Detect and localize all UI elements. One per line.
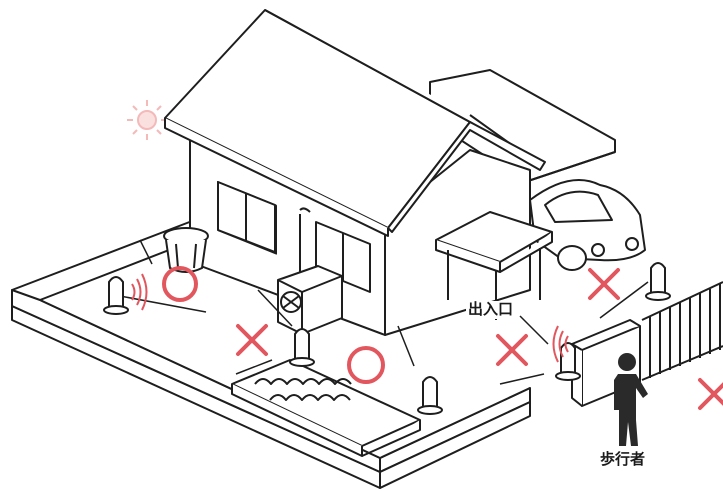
car [529, 179, 646, 271]
sun-icon [127, 100, 167, 140]
pedestrian-icon [614, 353, 648, 446]
leader-lines [119, 239, 649, 385]
house [164, 9, 546, 336]
trash-bin [163, 227, 209, 273]
circle-mark-icon [162, 266, 385, 384]
pedestrian-label: 歩行者 [598, 451, 648, 469]
entrance-label: 出入口 [466, 301, 516, 319]
entrance-porch [435, 211, 553, 320]
flower-bed [231, 359, 421, 457]
air-conditioner-unit [277, 265, 343, 335]
gate-fence [641, 281, 723, 381]
